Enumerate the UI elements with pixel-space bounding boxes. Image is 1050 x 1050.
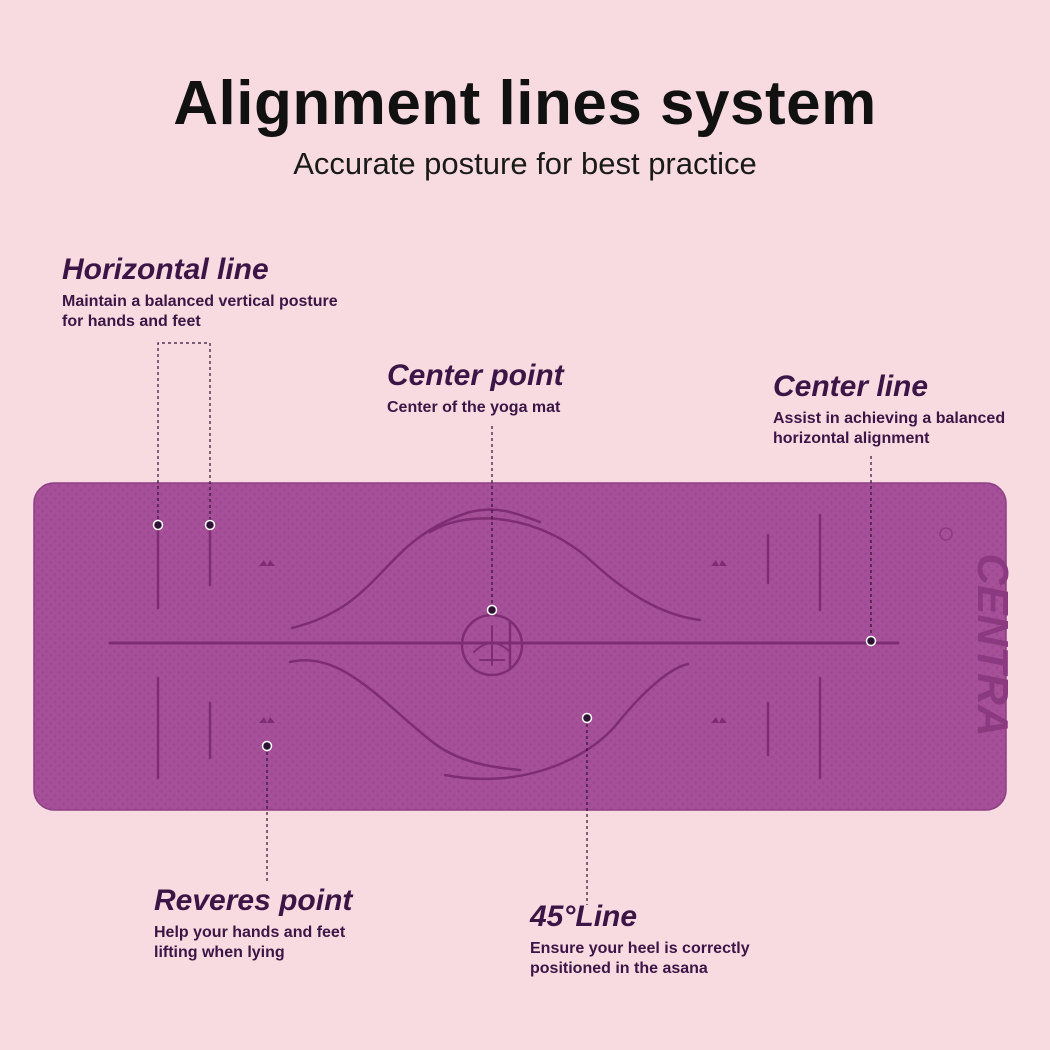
mat-45-curve — [443, 662, 690, 781]
mat-45-curve — [290, 508, 542, 630]
callout-description: Center of the yoga mat — [387, 399, 561, 416]
callout-title: Reveres point — [154, 884, 353, 917]
callout-title: Center point — [387, 359, 564, 392]
callout-description: Assist in achieving a balanced horizonta… — [773, 410, 1006, 447]
callout-title: Center line — [773, 370, 929, 403]
brand-logo: CENTRA — [968, 553, 1017, 736]
callout-center-line: Center line Assist in achieving a balanc… — [773, 370, 1005, 449]
leader-dots — [152, 519, 877, 752]
callout-description: Maintain a balanced vertical posture for… — [62, 293, 338, 330]
mat-45-curve — [288, 659, 522, 772]
meditation-figure-icon — [473, 625, 511, 666]
trademark-mark — [939, 527, 953, 541]
callout-description: Help your hands and feet lifting when ly… — [154, 924, 346, 961]
leader-horizontal-line — [157, 342, 211, 525]
callout-title: Horizontal line — [62, 253, 269, 286]
lotus-icon — [259, 560, 727, 723]
yoga-mat — [33, 482, 1007, 811]
callout-center-point: Center point Center of the yoga mat — [387, 359, 564, 418]
callout-45-line: 45°Line Ensure your heel is correctly po… — [530, 900, 750, 979]
callout-horizontal-line: Horizontal line Maintain a balanced vert… — [62, 253, 338, 332]
leader-lines — [157, 342, 872, 905]
mat-45-curve — [428, 517, 702, 622]
callout-description: Ensure your heel is correctly positioned… — [530, 940, 750, 977]
callout-reverse-point: Reveres point Help your hands and feet l… — [154, 884, 352, 963]
page-title: Alignment lines system — [173, 69, 877, 138]
callout-title: 45°Line — [530, 900, 638, 933]
page-subtitle: Accurate posture for best practice — [293, 146, 757, 181]
